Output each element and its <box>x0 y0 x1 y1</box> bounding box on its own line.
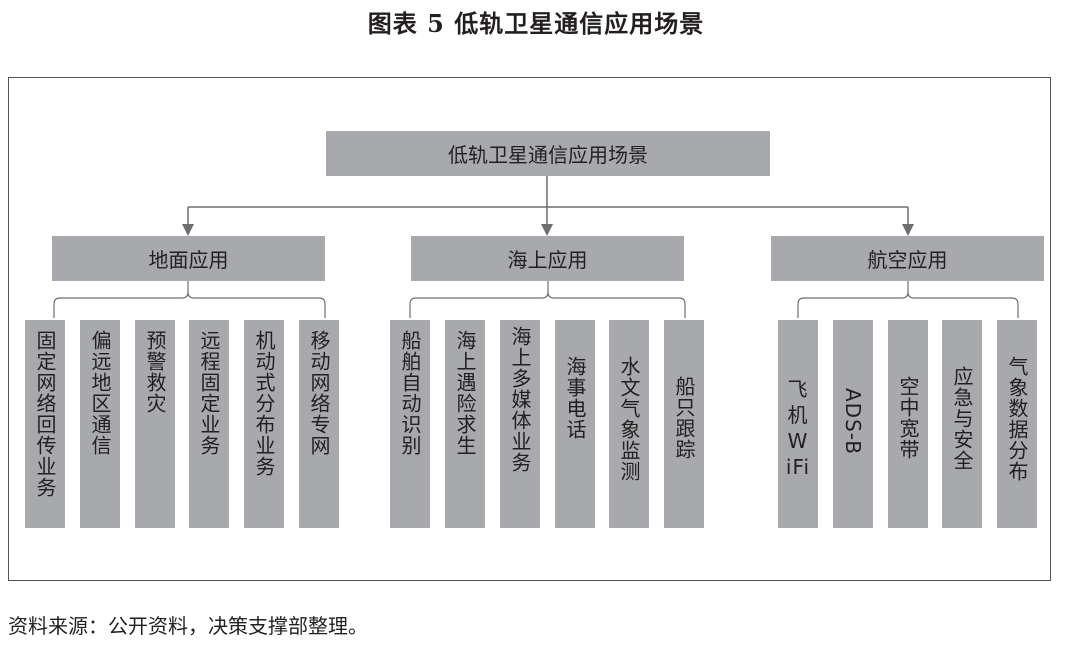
group-label: 地面应用 <box>148 248 229 272</box>
leaf-label: 船舶自动识别 <box>398 330 422 456</box>
leaf-label: 应急与安全 <box>950 366 974 471</box>
leaf-node: 海事电话 <box>555 320 595 528</box>
bracket-ground-left <box>53 281 189 318</box>
leaf-label: 空中宽带 <box>896 376 920 460</box>
leaf-node: 海上遇险求生 <box>445 320 485 528</box>
diagram-frame <box>8 77 1051 581</box>
leaf-label: 偏远地区通信 <box>88 330 112 456</box>
leaf-label: 远程固定业务 <box>197 330 221 456</box>
leaf-node: ADS-B <box>833 320 873 528</box>
group-node-air: 航空应用 <box>771 236 1044 281</box>
bracket-air-right <box>907 291 1019 318</box>
leaf-node: 偏远地区通信 <box>80 320 120 528</box>
source-note: 资料来源：公开资料，决策支撑部整理。 <box>8 614 368 638</box>
leaf-node: 预警救灾 <box>135 320 175 528</box>
leaf-label: 水文气象监测 <box>617 356 641 482</box>
leaf-node: 机动式分布业务 <box>244 320 284 528</box>
leaf-node: 船只跟踪 <box>664 320 704 528</box>
leaf-label: 机动式分布业务 <box>252 330 276 477</box>
group-node-sea: 海上应用 <box>411 236 684 281</box>
bracket-ground-right <box>187 291 326 318</box>
leaf-node: 固定网络回传业务 <box>25 320 65 528</box>
leaf-label: 飞机WiFi <box>778 376 818 528</box>
leaf-label: 海上多媒体业务 <box>508 326 532 473</box>
leaf-label-wifi: 飞机WiFi <box>785 377 811 479</box>
leaf-node: 空中宽带 <box>888 320 928 528</box>
leaf-node: 海上多媒体业务 <box>500 320 540 528</box>
root-node: 低轨卫星通信应用场景 <box>326 131 770 176</box>
bracket-sea-left <box>409 281 549 318</box>
leaf-node: 应急与安全 <box>942 320 982 528</box>
group-label: 海上应用 <box>507 248 588 272</box>
leaf-label: 固定网络回传业务 <box>33 330 57 498</box>
bracket-sea-right <box>547 291 686 318</box>
leaf-node: 船舶自动识别 <box>390 320 430 528</box>
leaf-label: 移动网络专网 <box>307 330 331 456</box>
leaf-label: ADS-B <box>841 388 865 456</box>
figure-title: 图表 5 低轨卫星通信应用场景 <box>367 9 705 38</box>
group-label: 航空应用 <box>867 248 948 272</box>
leaf-label: 气象数据分布 <box>1005 356 1029 482</box>
leaf-label: 船只跟踪 <box>672 376 696 460</box>
leaf-node: 气象数据分布 <box>997 320 1037 528</box>
leaf-label: 海上遇险求生 <box>453 330 477 456</box>
leaf-node: 远程固定业务 <box>189 320 229 528</box>
leaf-node: 水文气象监测 <box>609 320 649 528</box>
bracket-air-left <box>797 281 909 318</box>
leaf-label: 海事电话 <box>563 356 587 440</box>
group-node-ground: 地面应用 <box>52 236 325 281</box>
leaf-node: 飞机WiFi <box>778 320 818 528</box>
leaf-node: 移动网络专网 <box>299 320 339 528</box>
root-label: 低轨卫星通信应用场景 <box>448 143 648 167</box>
leaf-label: 预警救灾 <box>143 330 167 414</box>
